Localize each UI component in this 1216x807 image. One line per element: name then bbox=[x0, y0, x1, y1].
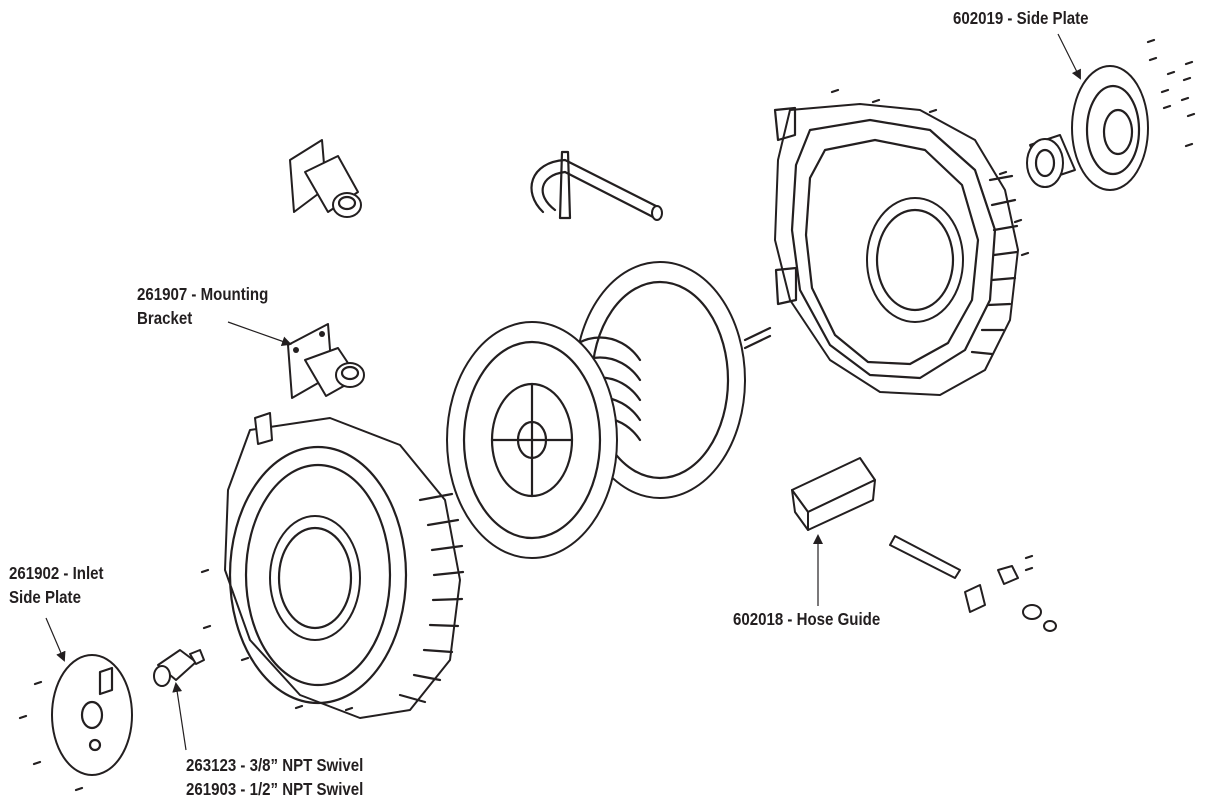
left-housing bbox=[224, 412, 465, 719]
side-plate-label: 602019 - Side Plate bbox=[953, 6, 1089, 30]
side-plate-upper-right bbox=[1026, 65, 1149, 191]
bent-tube bbox=[530, 150, 663, 221]
swivel bbox=[153, 649, 205, 687]
mounting-bracket-label-line1: 261907 - Mounting bbox=[137, 284, 269, 304]
arrow-icon bbox=[45, 33, 1081, 751]
hose-guide-label-text: 602018 - Hose Guide bbox=[733, 609, 881, 629]
inlet-side-plate-label-line1: 261902 - Inlet bbox=[9, 563, 104, 583]
hose-drum bbox=[446, 261, 772, 559]
right-housing bbox=[773, 103, 1019, 396]
rod-and-fasteners bbox=[889, 535, 1057, 632]
inlet-side-plate-label-line2: Side Plate bbox=[9, 587, 81, 607]
hose-guide bbox=[791, 457, 876, 531]
swivel-38-label: 263123 - 3/8” NPT Swivel bbox=[186, 755, 364, 775]
mounting-bracket bbox=[287, 323, 365, 399]
hose-guide-label: 602018 - Hose Guide bbox=[733, 607, 880, 631]
swivel-label: 263123 - 3/8” NPT Swivel 261903 - 1/2” N… bbox=[186, 753, 363, 801]
mounting-bracket-label-line2: Bracket bbox=[137, 308, 193, 328]
screw-icon bbox=[18, 38, 1196, 792]
mounting-bracket-label: 261907 - Mounting Bracket bbox=[137, 282, 268, 330]
swivel-12-label: 261903 - 1/2” NPT Swivel bbox=[186, 779, 364, 799]
inlet-side-plate bbox=[51, 654, 133, 776]
upper-bracket bbox=[289, 139, 362, 218]
side-plate-label-text: 602019 - Side Plate bbox=[953, 8, 1089, 28]
inlet-side-plate-label: 261902 - Inlet Side Plate bbox=[9, 561, 104, 609]
